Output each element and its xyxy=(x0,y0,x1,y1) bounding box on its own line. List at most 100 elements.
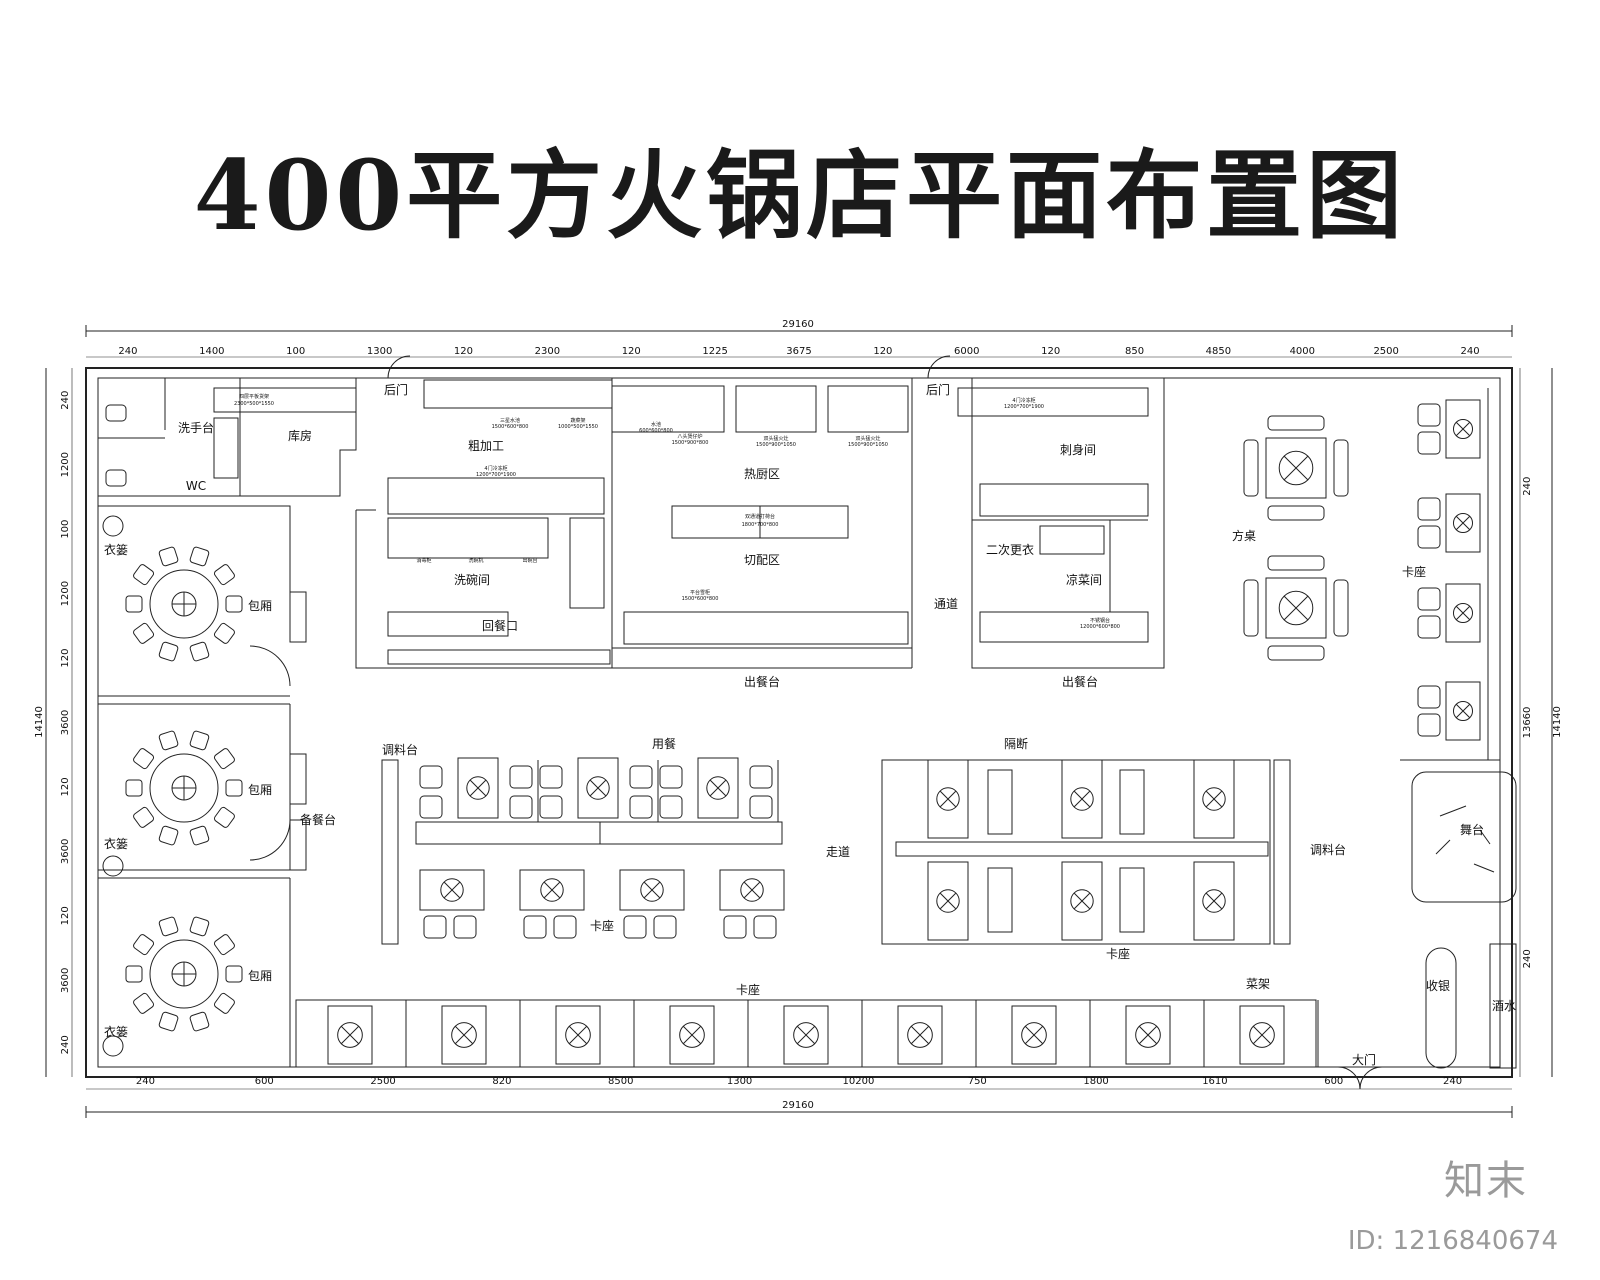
burner-cross xyxy=(341,1026,359,1044)
dimension-label: 240 xyxy=(118,346,137,357)
chair xyxy=(1417,497,1441,521)
equip-shelf-size: 2300*500*1550 xyxy=(234,401,274,407)
dimension-label: 8500 xyxy=(608,1076,633,1087)
dimension-label: 850 xyxy=(1125,346,1144,357)
hotpot-burner xyxy=(466,776,490,800)
hotpot-burner xyxy=(706,776,730,800)
burner-cross xyxy=(939,892,957,910)
hotpot-burner xyxy=(1278,590,1314,626)
watermark-id: ID: 1216840674 xyxy=(1347,1226,1558,1256)
bench xyxy=(1333,439,1349,497)
hotpot-burner xyxy=(1452,602,1474,624)
chair xyxy=(453,915,477,939)
equip-freezer-name: 4门冷冻柜 xyxy=(484,465,507,472)
hotpot-burner xyxy=(586,776,610,800)
dimension-label: 2500 xyxy=(370,1076,395,1087)
chair xyxy=(158,825,179,846)
hotpot-burner xyxy=(1452,700,1474,722)
equip-wok-2-name: 双头猛火灶 xyxy=(855,435,880,442)
burner-cross xyxy=(911,1026,929,1044)
chair xyxy=(723,915,747,939)
equip-freezer-2-size: 1200*700*1900 xyxy=(1004,404,1044,410)
chair xyxy=(213,806,235,828)
booth-table xyxy=(519,869,585,911)
label-hot-kitchen: 热厨区 xyxy=(744,467,780,481)
burner-cross xyxy=(743,881,761,899)
hotpot-burner xyxy=(1202,889,1226,913)
booth-table xyxy=(457,757,499,819)
booth-table xyxy=(697,757,739,819)
equip-clay-stove-name: 八头煲仔炉 xyxy=(677,433,702,440)
chair xyxy=(133,564,155,586)
chair xyxy=(189,825,210,846)
burner-cross xyxy=(1205,892,1223,910)
chair xyxy=(225,965,243,983)
dimension-label: 10200 xyxy=(843,1076,875,1087)
chair xyxy=(423,915,447,939)
label-back-door-2: 后门 xyxy=(926,382,950,397)
dimension-label: 1400 xyxy=(199,346,224,357)
label-cutting: 切配区 xyxy=(744,553,780,567)
bench xyxy=(1267,645,1325,661)
booth-table xyxy=(719,869,785,911)
equip-dishwasher: 洗碗机 xyxy=(468,557,483,564)
equip-wok-2-size: 1500*900*1050 xyxy=(848,442,888,448)
label-stage: 舞台 xyxy=(1460,822,1484,837)
chair xyxy=(753,915,777,939)
chair xyxy=(749,765,773,789)
burner-cross xyxy=(1139,1026,1157,1044)
dimension-label: 100 xyxy=(60,520,71,539)
booth-table xyxy=(441,1005,487,1065)
partition-planter xyxy=(987,867,1013,933)
dimension-label: 600 xyxy=(1324,1076,1343,1087)
label-wc: WC xyxy=(186,479,206,493)
label-private-room-2: 包厢 xyxy=(248,783,272,797)
label-sashimi: 刺身间 xyxy=(1060,442,1096,457)
label-booth-3: 卡座 xyxy=(736,982,760,997)
dimension-label: 120 xyxy=(622,346,641,357)
chair xyxy=(189,916,210,937)
chair xyxy=(133,934,155,956)
hotpot-burner xyxy=(1202,787,1226,811)
dimension-label: 120 xyxy=(873,346,892,357)
booth-table xyxy=(577,757,619,819)
label-square-table: 方桌 xyxy=(1232,528,1256,543)
booth-table xyxy=(327,1005,373,1065)
label-passage: 通道 xyxy=(934,597,958,611)
chair xyxy=(1417,525,1441,549)
burner-cross xyxy=(1253,1026,1271,1044)
equip-basin-name: 水池 xyxy=(651,421,661,428)
label-private-room-3: 包厢 xyxy=(248,969,272,983)
chair xyxy=(1417,685,1441,709)
round-table xyxy=(149,939,219,1009)
dimension-label: 750 xyxy=(968,1076,987,1087)
burner-cross xyxy=(543,881,561,899)
chair xyxy=(133,992,155,1014)
label-main-door: 大门 xyxy=(1352,1052,1376,1067)
bench xyxy=(1243,579,1259,637)
chair xyxy=(225,595,243,613)
booth-table xyxy=(1125,1005,1171,1065)
dimension-label: 240 xyxy=(1522,949,1533,968)
dimension-label: 3600 xyxy=(60,710,71,735)
chair xyxy=(189,546,210,567)
burner-cross xyxy=(589,779,607,797)
hotpot-burner xyxy=(1021,1022,1047,1048)
hotpot-burner xyxy=(1278,450,1314,486)
chair xyxy=(629,765,653,789)
chair xyxy=(213,564,235,586)
dimension-label: 13660 xyxy=(1522,707,1533,739)
equip-veg-rack-size: 1000*500*1550 xyxy=(558,424,598,430)
label-booth-1: 卡座 xyxy=(590,918,614,933)
chair xyxy=(125,595,143,613)
chair xyxy=(419,765,443,789)
chair xyxy=(158,546,179,567)
dimension-label: 1800 xyxy=(1083,1076,1108,1087)
label-rough-processing: 粗加工 xyxy=(468,439,504,453)
equip-sterilizer: 消毒柜 xyxy=(416,557,431,564)
burner-cross xyxy=(1455,605,1471,621)
round-table xyxy=(149,569,219,639)
label-coat-2: 衣篓 xyxy=(104,836,128,851)
dimension-label: 600 xyxy=(255,1076,274,1087)
equip-sink-size: 1500*600*800 xyxy=(492,424,529,430)
